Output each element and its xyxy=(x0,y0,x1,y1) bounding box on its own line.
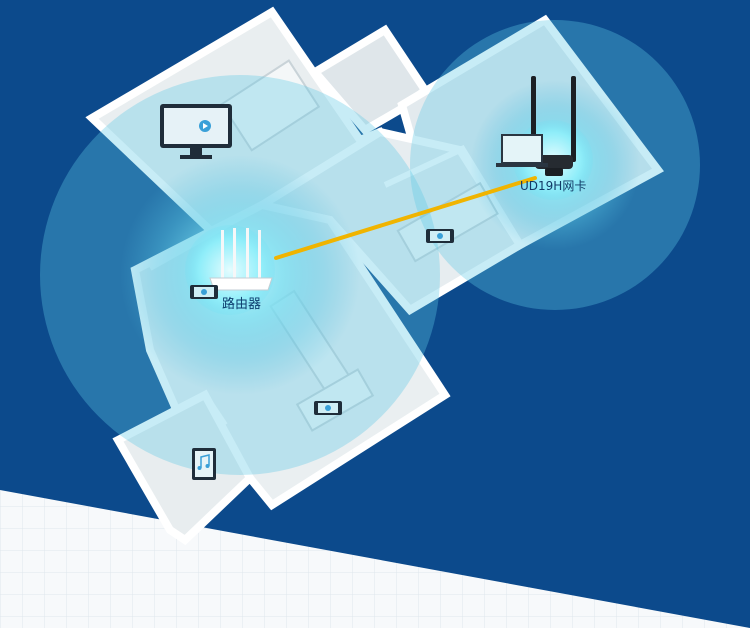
monitor-icon xyxy=(160,104,232,159)
wifi-link-line xyxy=(274,176,537,260)
phone-icon xyxy=(190,285,218,299)
phone-icon xyxy=(314,401,342,415)
router-label: 路由器 xyxy=(222,296,261,312)
music-icon xyxy=(197,454,210,470)
adapter-label: UD19H网卡 xyxy=(520,179,586,193)
tablet-icon xyxy=(192,448,216,480)
laptop-icon xyxy=(496,134,548,167)
phone-icon xyxy=(426,229,454,243)
